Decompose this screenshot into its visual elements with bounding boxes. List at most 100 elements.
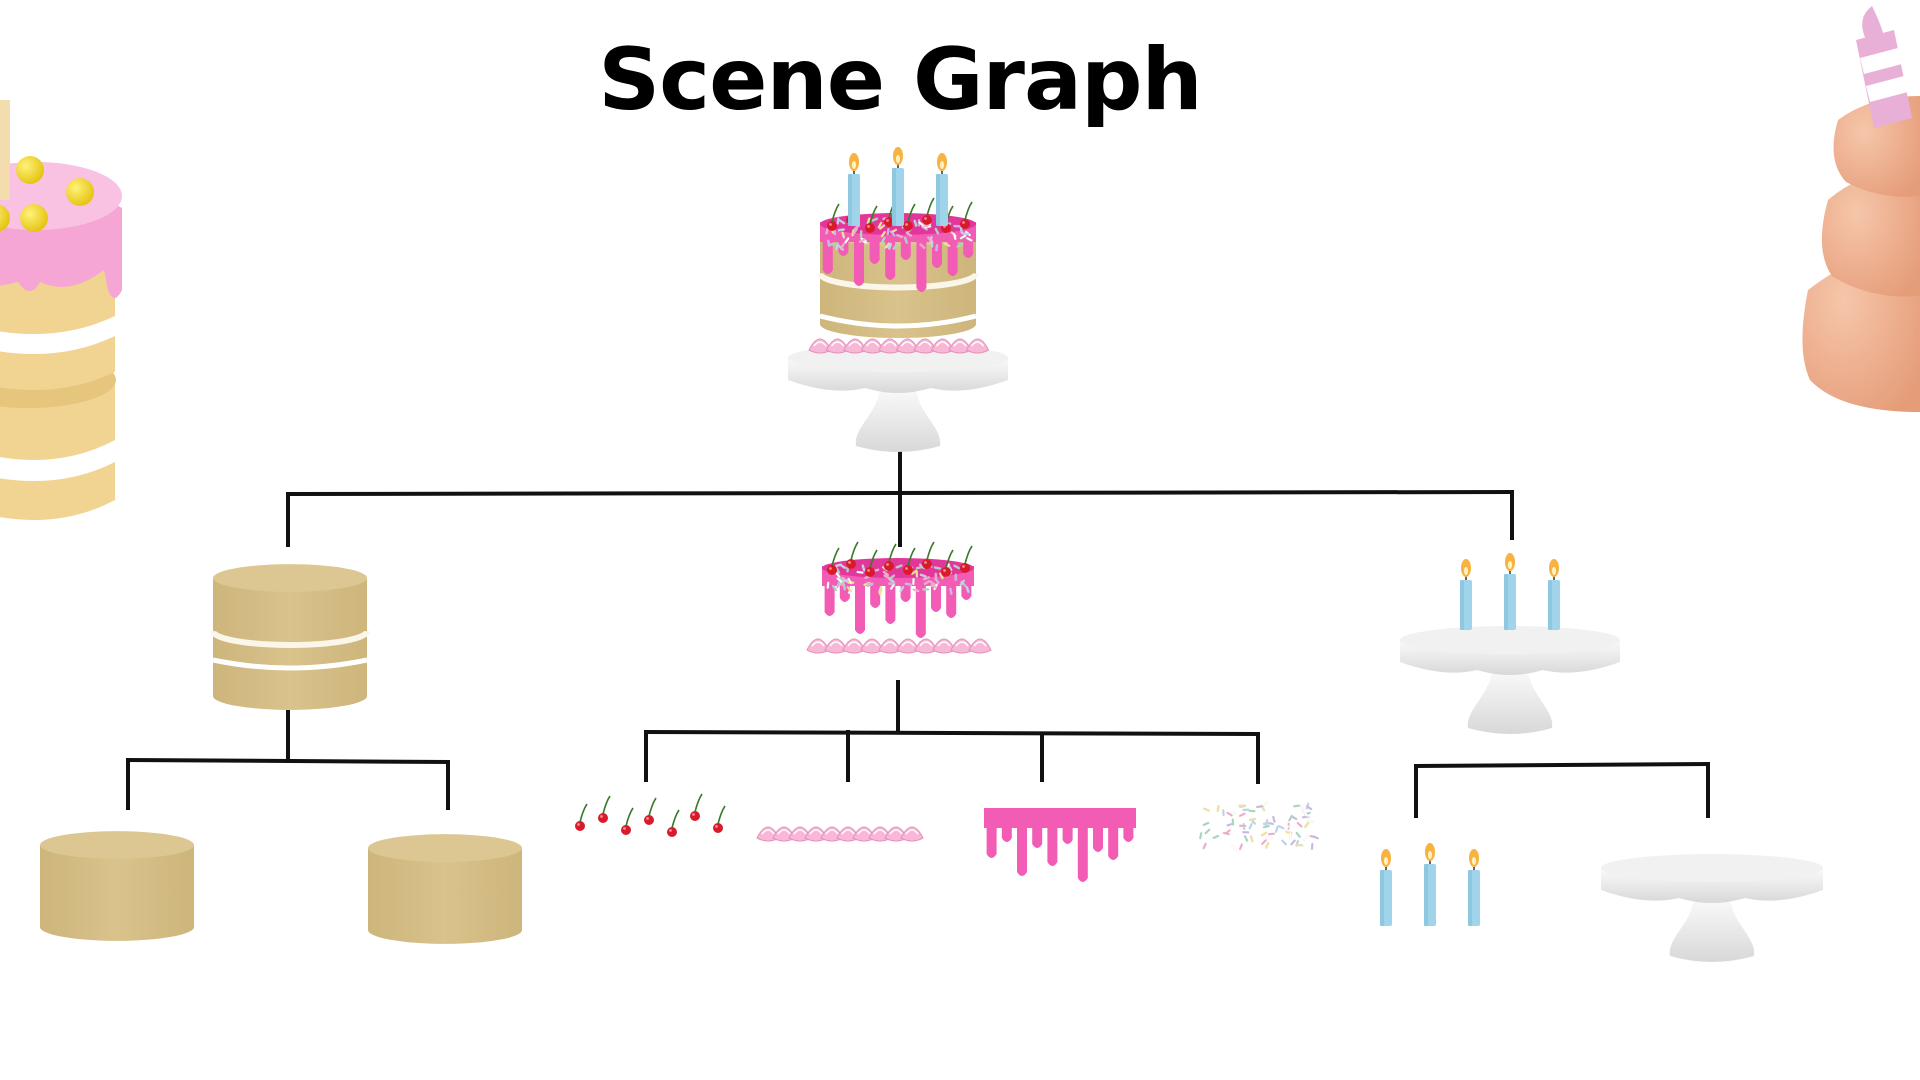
sprinkle xyxy=(911,569,918,575)
sprinkle xyxy=(1300,804,1304,812)
cherry xyxy=(922,215,932,225)
sprinkle xyxy=(954,573,957,581)
cherry xyxy=(575,821,585,831)
sprinkle xyxy=(1248,817,1257,822)
sprinkle xyxy=(919,243,926,249)
sprinkle xyxy=(919,573,927,578)
sprinkle xyxy=(839,563,847,570)
sprinkle xyxy=(889,230,896,237)
sprinkle xyxy=(962,232,970,236)
sprinkle xyxy=(943,242,951,247)
sprinkle xyxy=(1260,839,1267,846)
sprinkle xyxy=(842,583,846,591)
sprinkle xyxy=(959,234,967,240)
sprinkle xyxy=(923,580,931,585)
candles-icon xyxy=(1380,843,1480,926)
cherries-icon xyxy=(575,793,726,837)
sprinkle xyxy=(1199,832,1203,840)
candy-ball xyxy=(16,156,44,184)
sprinkle xyxy=(1305,805,1313,811)
sprinkle xyxy=(933,566,942,570)
sprinkle xyxy=(913,219,918,227)
sprinkle xyxy=(1202,821,1210,827)
3d-cupcake-icon xyxy=(1802,6,1920,412)
cherry xyxy=(884,217,894,227)
cherry xyxy=(960,563,970,573)
cherry xyxy=(598,813,608,823)
sprinkle xyxy=(846,586,853,593)
sprinkle xyxy=(922,588,930,591)
sprinkle xyxy=(1284,825,1290,832)
sprinkle xyxy=(915,565,924,570)
sprinkle xyxy=(884,242,890,249)
sprinkle xyxy=(1265,841,1270,849)
sprinkle xyxy=(1288,814,1293,822)
stand-pedestal xyxy=(1669,898,1755,962)
cherry xyxy=(846,559,856,569)
sprinkle xyxy=(1267,832,1276,836)
cherry xyxy=(827,565,837,575)
cherry xyxy=(667,827,677,837)
sprinkle xyxy=(877,221,883,229)
sprinkle xyxy=(858,238,866,243)
3d-layer-cake-icon xyxy=(0,100,122,520)
sprinkle xyxy=(837,228,845,232)
sprinkle xyxy=(896,233,904,239)
sponge-side xyxy=(40,845,194,941)
sprinkle xyxy=(1216,804,1220,813)
stand-pedestal xyxy=(855,388,941,452)
sprinkle xyxy=(1277,824,1285,830)
sprinkle xyxy=(892,243,898,250)
sprinkle xyxy=(880,236,886,244)
sprinkle xyxy=(1264,818,1269,827)
sprinkle xyxy=(1272,815,1276,823)
sprinkle xyxy=(1243,835,1249,842)
sprinkle xyxy=(1265,836,1273,840)
sprinkle xyxy=(912,577,915,586)
sprinkle xyxy=(838,219,846,225)
sprinkle xyxy=(1249,835,1254,843)
sprinkle xyxy=(934,572,937,580)
cherry xyxy=(903,565,913,575)
sprinkle xyxy=(1224,829,1231,835)
sprinkle xyxy=(1212,834,1220,840)
sprinkle xyxy=(847,577,853,585)
sprinkle xyxy=(1281,839,1287,846)
sprinkle xyxy=(1296,843,1304,847)
candle xyxy=(0,100,10,200)
sprinkle xyxy=(965,236,973,242)
sprinkle xyxy=(930,584,938,589)
cherry xyxy=(713,823,723,833)
sprinkle xyxy=(1290,839,1296,846)
sprinkle xyxy=(939,572,944,580)
sprinkle xyxy=(827,239,831,247)
sprinkle xyxy=(903,236,908,244)
sprinkle xyxy=(899,585,905,593)
sprinkle xyxy=(956,243,964,248)
sprinkle xyxy=(1238,824,1247,828)
stand-plate xyxy=(1601,854,1823,882)
sprinkle xyxy=(1231,844,1238,851)
sprinkle xyxy=(1204,828,1211,835)
flame xyxy=(1862,6,1884,40)
sprinkle xyxy=(1304,821,1310,829)
sprinkle xyxy=(1242,831,1250,834)
sprinkle xyxy=(856,570,864,574)
sprinkle xyxy=(1203,807,1211,812)
cherry xyxy=(903,221,913,231)
sprinkle xyxy=(1302,835,1309,841)
sprinkle xyxy=(1289,832,1292,840)
sponge-top xyxy=(213,564,367,592)
sprinkle xyxy=(904,582,912,586)
sprinkle xyxy=(912,588,920,593)
sprinkle xyxy=(836,577,843,583)
cherry xyxy=(865,223,875,233)
connector-lines xyxy=(125,446,1711,818)
sprinkle xyxy=(886,228,890,236)
sprinkle xyxy=(1295,831,1301,838)
connector-line xyxy=(125,757,451,765)
sprinkle xyxy=(953,224,961,228)
cream-filling xyxy=(210,630,370,648)
cupcake-swirl xyxy=(1821,168,1920,297)
